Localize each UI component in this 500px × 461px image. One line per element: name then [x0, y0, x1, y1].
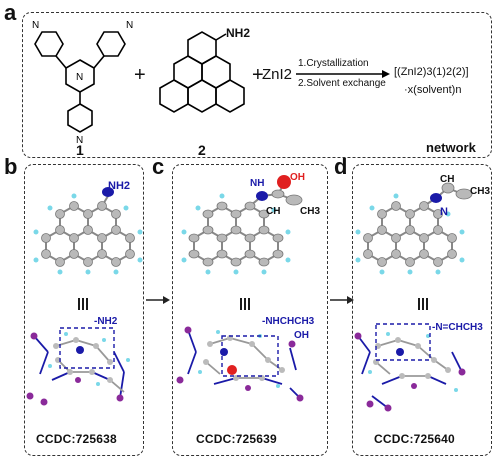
reagent-zni2: ZnI2 — [262, 66, 293, 83]
panel-c-ch3-label: CH3 — [300, 206, 321, 217]
product-formula: [(ZnI2)3(1)2(2)] — [394, 66, 469, 78]
panel-b-letter: b — [4, 154, 18, 179]
panel-c-oh-label: OH — [290, 172, 305, 183]
triazine-n1: N — [76, 72, 83, 83]
pyridyl-n-bottom: N — [76, 135, 83, 146]
plus-sign-2: + — [252, 64, 264, 86]
panel-d-ccdc: CCDC:725640 — [374, 432, 455, 446]
panel-d-highlight-box — [375, 323, 431, 361]
compound-2-nh2: NH2 — [226, 26, 251, 40]
panel-d-frame — [352, 164, 492, 456]
panel-c-nh-label: NH — [250, 178, 265, 189]
panel-d-inset-label: -N=CHCH3 — [432, 322, 483, 333]
pyridyl-n-left: N — [32, 20, 39, 31]
plus-sign-1: + — [134, 64, 146, 86]
panel-b-nh2-label: NH2 — [108, 180, 131, 192]
panel-a-letter: a — [4, 0, 17, 25]
panel-c-framework — [176, 326, 304, 402]
panel-b-frame — [24, 164, 144, 456]
panel-c-molecule — [181, 175, 303, 275]
panel-c-frame — [172, 164, 328, 456]
panel-c-ch-label: CH — [266, 206, 281, 217]
pyridyl-n-right: N — [126, 20, 133, 31]
product-network-label: network — [426, 140, 476, 155]
arrow-label-solvent-exchange: 2.Solvent exchange — [298, 78, 386, 89]
panel-d-letter: d — [334, 154, 348, 179]
compound-2-number: 2 — [198, 142, 206, 158]
transform-arrow-icon — [146, 296, 354, 304]
arrow-label-crystallization: 1.Crystallization — [298, 58, 369, 69]
panel-b-ccdc: CCDC:725638 — [36, 432, 117, 446]
compound-1-number: 1 — [76, 142, 84, 158]
panel-b-molecule — [33, 187, 143, 275]
panel-d-framework — [354, 332, 466, 412]
panel-c-inset-oh: OH — [294, 330, 309, 341]
reaction-arrow-icon — [296, 70, 390, 78]
panel-d-molecule — [355, 182, 473, 275]
compound-2-structure — [159, 31, 245, 113]
product-solvent: ·x(solvent)n — [404, 84, 462, 96]
panel-d-ch3-label: CH3 — [470, 186, 491, 197]
panel-c-inset-label: -NHCHCH3 — [262, 316, 315, 327]
panel-b-highlight-box — [59, 327, 115, 369]
compound-1-structure — [34, 31, 126, 133]
panel-b-inset-label: -NH2 — [94, 316, 118, 327]
panel-d-n-label: N — [440, 206, 448, 218]
panel-c-ccdc: CCDC:725639 — [196, 432, 277, 446]
equivalence-icon — [78, 298, 428, 310]
panel-d-ch-label: CH — [440, 174, 455, 185]
panel-c-letter: c — [152, 154, 165, 179]
panel-a-frame — [22, 12, 492, 158]
panel-c-highlight-box — [221, 335, 279, 377]
